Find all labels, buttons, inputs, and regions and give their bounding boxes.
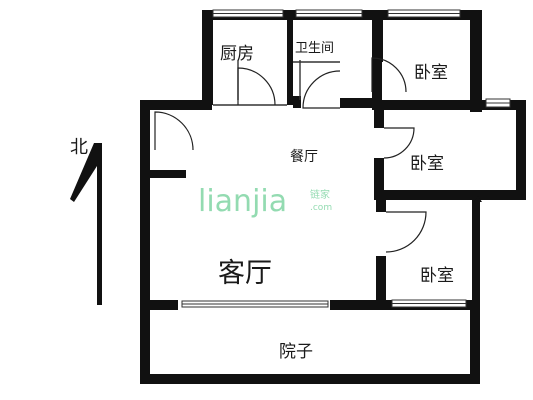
watermark-domain: .com — [310, 203, 332, 213]
north-label: 北 — [70, 137, 88, 158]
watermark: lianjia 链家 .com — [198, 184, 332, 219]
watermark-brand-cn: 链家 — [310, 188, 330, 201]
door-bedroom-bottom — [385, 211, 427, 253]
wall-marker — [474, 196, 482, 202]
windows — [181, 9, 511, 308]
room-bedroom-middle: 卧室 — [410, 154, 444, 174]
door-bathroom — [302, 70, 341, 109]
room-bathroom: 卫生间 — [295, 41, 334, 56]
door-kitchen — [237, 67, 276, 106]
partitions — [213, 60, 340, 106]
compass: 北 — [70, 137, 102, 305]
doors — [154, 57, 427, 253]
room-bedroom-top: 卧室 — [414, 63, 448, 83]
north-arrow-icon — [70, 143, 102, 305]
room-kitchen: 厨房 — [220, 44, 254, 64]
door-bedroom-middle — [383, 127, 415, 159]
room-labels: 厨房 卫生间 卧室 餐厅 卧室 客厅 卧室 院子 — [218, 41, 454, 362]
room-bedroom-bottom: 卧室 — [420, 266, 454, 286]
watermark-brand: lianjia — [198, 184, 287, 219]
door-entry — [154, 111, 194, 151]
room-yard: 院子 — [279, 342, 313, 362]
door-bedroom-top — [371, 57, 407, 93]
room-dining: 餐厅 — [290, 149, 318, 165]
room-living: 客厅 — [218, 258, 272, 289]
